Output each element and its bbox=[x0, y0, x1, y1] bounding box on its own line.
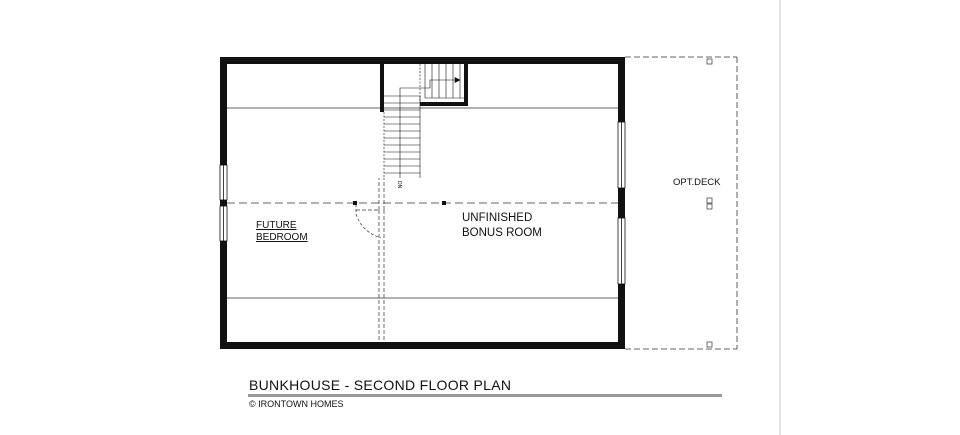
deck-posts bbox=[706, 58, 713, 348]
stair-down-label: DN bbox=[396, 181, 402, 189]
bonus-room-label-line1: UNFINISHED bbox=[462, 212, 532, 224]
bedroom-door bbox=[355, 204, 382, 239]
stair-arrow bbox=[399, 77, 461, 178]
bonus-room-label-line2: BONUS ROOM bbox=[462, 227, 542, 239]
title-underline bbox=[248, 394, 722, 397]
stair-well bbox=[380, 64, 468, 112]
copyright-text: © IRONTOWN HOMES bbox=[249, 399, 343, 409]
stair-upper-run bbox=[419, 64, 464, 102]
plan-title: BUNKHOUSE - SECOND FLOOR PLAN bbox=[249, 377, 511, 393]
bedroom-label-line1: FUTURE bbox=[256, 220, 297, 231]
stair-lower-run bbox=[383, 95, 421, 178]
deck-outline bbox=[625, 56, 738, 350]
partition-wall bbox=[356, 178, 385, 342]
right-window bbox=[617, 121, 626, 285]
knee-walls bbox=[227, 107, 618, 299]
ceiling-markers bbox=[353, 201, 446, 205]
left-window bbox=[219, 164, 228, 242]
bedroom-label-line2: BEDROOM bbox=[256, 232, 308, 243]
exterior-walls bbox=[220, 57, 625, 349]
deck-label: OPT.DECK bbox=[673, 177, 721, 188]
